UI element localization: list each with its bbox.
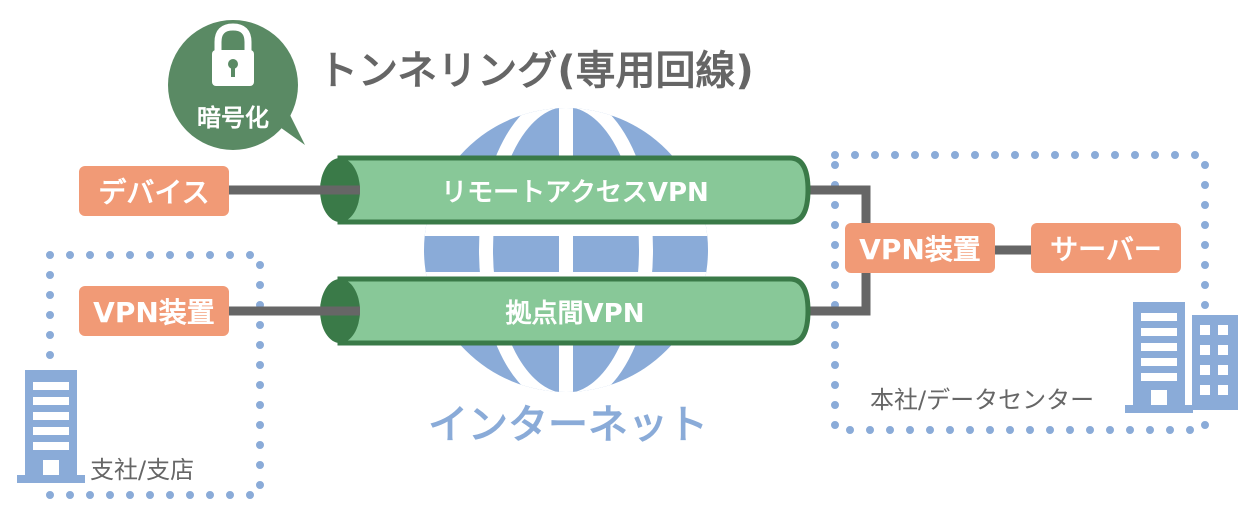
page-title: トンネリング(専用回線) [318, 48, 754, 94]
hq-vpn-device-box: VPN装置 [845, 223, 995, 273]
branch-vpn-device-box: VPN装置 [79, 286, 229, 336]
tunnel-remote-access [300, 155, 811, 225]
tunnel-remote-access-label: リモートアクセスVPN [441, 177, 709, 208]
internet-label: インターネット [428, 402, 708, 448]
tunnel-site-to-site-label: 拠点間VPN [505, 298, 645, 329]
lock-icon [212, 23, 254, 86]
branch-building-icon [17, 370, 85, 483]
tunnel-site-to-site [300, 276, 811, 346]
encryption-label: 暗号化 [197, 104, 269, 132]
hq-building-icon [1125, 302, 1238, 413]
branch-site-label: 支社/支店 [90, 456, 195, 484]
server-box: サーバー [1031, 223, 1181, 273]
globe-icon [424, 108, 708, 392]
hq-site-label: 本社/データセンター [870, 386, 1095, 414]
encryption-bubble [168, 20, 305, 150]
device-box: デバイス [79, 166, 229, 216]
